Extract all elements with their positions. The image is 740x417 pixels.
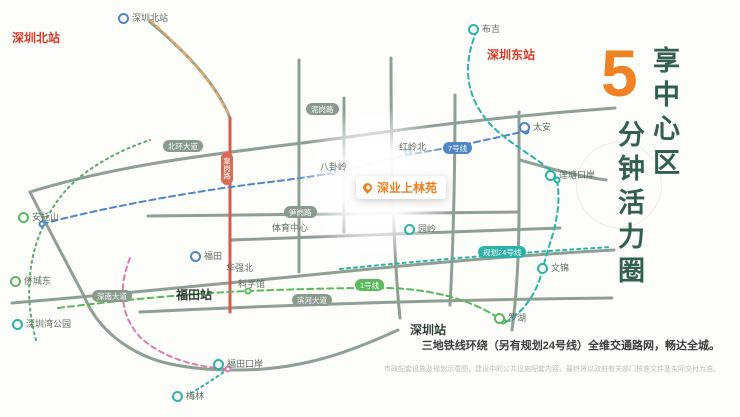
line-label: 规划24号线 (483, 247, 522, 257)
station-label: 深圳北站 (12, 31, 61, 45)
station-label: 华强北 (226, 263, 254, 273)
metro-icon (12, 319, 23, 330)
station-taian: 太安 (519, 122, 551, 133)
headline-suffix: 分钟活力圈 (614, 120, 644, 290)
road-label: 滨河大道 (297, 295, 327, 305)
station-qiaochengdong: 侨城东 (10, 276, 51, 287)
property-name: 深业上林苑 (377, 181, 438, 195)
headline-number: 5 (601, 36, 638, 110)
station-shenzhenbei-metro: 深圳北站 (118, 13, 168, 24)
station-honglingbei: 红岭北 (399, 143, 426, 152)
station-futian-rail-major: 福田站 (176, 289, 212, 301)
watermark-circle (576, 142, 662, 228)
station-label: 八卦岭 (320, 162, 348, 172)
station-label: 福田口岸 (227, 359, 264, 369)
metro-icon (404, 224, 415, 235)
line-label: 7号线 (448, 143, 468, 153)
road-southwest-loop (28, 190, 400, 372)
road-pill-huanggang: 皇岗路 (221, 152, 233, 185)
metro-icon (172, 391, 183, 402)
station-label: 体育中心 (272, 223, 309, 233)
road-vertical-5 (510, 110, 521, 332)
station-antuoshan: 安托山 (18, 212, 59, 223)
road-northwest-curve (148, 20, 232, 120)
road-pill-shennan: 深南大道 (92, 290, 132, 302)
road-label: 皇岗路 (222, 157, 232, 180)
station-label: 文锦 (551, 263, 570, 273)
station-label: 福田站 (176, 288, 213, 302)
road-pill-binhe: 滨河大道 (292, 294, 332, 306)
road-label: 深南大道 (97, 291, 127, 301)
station-wenjin: 文锦 (537, 263, 569, 274)
line-pill-7: 7号线 (443, 142, 473, 154)
station-yuanling: 园岭 (404, 224, 436, 235)
road-binhe (138, 296, 614, 314)
road-pill-beihuan: 北环大道 (163, 140, 203, 152)
road-pill-nigang: 泥岗路 (306, 103, 339, 115)
station-shenzhenwan-park: 深圳湾公园 (12, 319, 71, 330)
dot-antuoshan (38, 220, 46, 228)
metro-icon (468, 24, 479, 35)
metro-icon (494, 313, 505, 324)
station-label: 红岭北 (399, 142, 427, 152)
road-label: 北环大道 (168, 141, 198, 151)
station-label: 罗湖 (508, 313, 527, 323)
metro-icon (118, 13, 129, 24)
station-buji: 布吉 (468, 24, 500, 35)
property-callout: 深业上林苑 (356, 176, 447, 199)
metro-icon (190, 251, 201, 262)
disclaimer: 市政配套设施及规划示意图，建设中的公共设施配套内容，最终将以政府有关部门核准文件… (384, 366, 720, 373)
station-meilin: 梅林 (172, 391, 204, 402)
station-tiyuzhongxin: 体育中心 (272, 224, 308, 233)
headline-prefix: 享中心区 (649, 46, 679, 182)
station-huaqiangbei: 华强北 (226, 264, 253, 273)
station-label: 太安 (533, 122, 552, 132)
station-label: 布吉 (482, 24, 501, 34)
line-pill-1: 1号线 (355, 279, 385, 291)
metro-line-north-orange (149, 19, 229, 115)
location-pin-icon (361, 181, 374, 194)
road-label: 笋岗路 (289, 207, 312, 217)
station-luohu: 罗湖 (494, 313, 526, 324)
station-futian: 福田 (190, 251, 222, 262)
line-label: 1号线 (360, 280, 380, 290)
station-label: 侨城东 (24, 276, 52, 286)
metro-icon (545, 170, 556, 181)
station-label: 梅林 (186, 391, 205, 401)
station-label: 深圳湾公园 (26, 319, 72, 329)
dot-futiankouan (224, 365, 232, 373)
station-kexueguan: 科学馆 (238, 280, 265, 289)
station-shenzhenbei-major: 深圳北站 (12, 32, 60, 44)
metro-icon (18, 212, 29, 223)
station-label: 安托山 (32, 212, 60, 222)
line-pill-24-planned: 规划24号线 (478, 246, 527, 258)
metro-line-border-teal (187, 368, 229, 396)
station-label: 莲塘口岸 (559, 170, 596, 180)
road-label: 泥岗路 (311, 104, 334, 114)
road-pill-sungang: 笋岗路 (284, 206, 317, 218)
station-shenzhendong-major: 深圳东站 (487, 49, 535, 61)
metro-line-west-green-dotted (28, 139, 151, 341)
dot-kexueguan (244, 287, 252, 295)
metro-icon (519, 122, 530, 133)
dot-liantang (553, 176, 561, 184)
metro-line-magenta (121, 257, 229, 370)
metro-line-1-green (57, 286, 504, 322)
station-liantangkouan: 莲塘口岸 (545, 170, 595, 181)
metro-icon (537, 263, 548, 274)
station-label: 福田 (204, 251, 223, 261)
metro-icon (213, 359, 224, 370)
tagline: 三地铁线环绕（另有规划24号线）全维交通路网，畅达全城。 (421, 340, 720, 352)
station-label: 深圳北站 (132, 13, 169, 23)
station-label: 深圳东站 (487, 48, 536, 62)
station-label: 深圳站 (410, 323, 447, 337)
station-baguajing: 八卦岭 (320, 163, 347, 172)
station-label: 园岭 (418, 224, 437, 234)
metro-icon (10, 276, 21, 287)
station-label: 科学馆 (238, 279, 266, 289)
station-shenzhen-rail-major: 深圳站 (410, 324, 446, 336)
station-futiankouan: 福田口岸 (213, 359, 263, 370)
